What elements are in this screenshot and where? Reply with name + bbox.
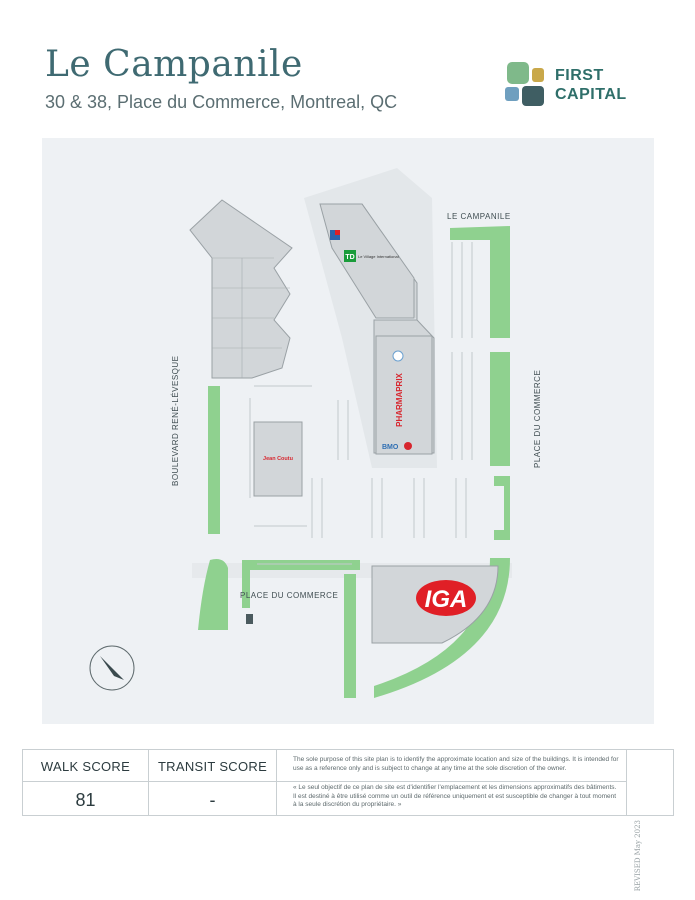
building-nw-complex — [189, 199, 293, 379]
gas-station-icon — [246, 614, 253, 624]
disclaimer-french: « Le seul objectif de ce plan de site es… — [293, 784, 617, 808]
logo-line-1: FIRST — [555, 67, 604, 84]
walk-score-value: 81 — [75, 790, 96, 810]
iga-label: IGA — [425, 586, 468, 613]
jean-coutu-label: Jean Coutu — [263, 456, 293, 462]
page-title: Le Campanile — [45, 44, 303, 85]
scores-table: WALK SCORE 81 TRANSIT SCORE - The sole p… — [22, 749, 674, 816]
building-pharmaprix — [375, 335, 433, 455]
green-strip-ne — [450, 226, 510, 338]
revised-date: REVISED May 2023 — [634, 820, 642, 892]
transit-score-label: TRANSIT SCORE — [157, 759, 268, 774]
disclaimer-english: The sole purpose of this site plan is to… — [293, 756, 619, 772]
green-strip-s1 — [344, 574, 356, 698]
north-arrow-compass-icon — [89, 645, 135, 691]
td-store-label: Le Village International — [358, 254, 399, 259]
iga-logo-icon — [416, 580, 476, 616]
bmo-logo-icon — [404, 442, 412, 450]
label-le-campanile: LE CAMPANILE — [447, 212, 511, 221]
green-strip-west — [208, 386, 220, 534]
green-strip-e1 — [490, 352, 510, 466]
site-plan-map: TD Le Village International PHARMAPRIX B… — [42, 138, 654, 724]
label-boulevard-rene-levesque: BOULEVARD RENÉ-LÉVESQUE — [171, 356, 180, 487]
label-place-du-commerce-south: PLACE DU COMMERCE — [240, 591, 338, 600]
logo-mark-icon — [505, 62, 544, 106]
bmo-label: BMO — [382, 444, 399, 451]
parking-rows — [249, 242, 473, 565]
td-logo-icon — [344, 250, 356, 262]
site-plan-svg: TD Le Village International PHARMAPRIX B… — [89, 168, 542, 698]
td-logo-text: TD — [345, 254, 354, 261]
page-subtitle-address: 30 & 38, Place du Commerce, Montreal, QC — [45, 92, 398, 112]
walk-score-label: WALK SCORE — [40, 759, 131, 774]
label-place-du-commerce-east: PLACE DU COMMERCE — [533, 370, 542, 468]
logo-line-2: CAPITAL — [555, 86, 627, 103]
first-capital-logo — [505, 62, 645, 110]
building-jean-coutu — [253, 421, 303, 497]
green-strip-e2 — [494, 476, 510, 540]
transit-score-value: - — [209, 790, 216, 810]
green-strip-sw — [198, 559, 228, 630]
pharmaprix-symbol-icon — [392, 350, 404, 362]
green-strip-south — [242, 560, 360, 608]
pharmaprix-label: PHARMAPRIX — [395, 372, 404, 426]
logo-text: FIRST CAPITAL — [555, 66, 627, 104]
